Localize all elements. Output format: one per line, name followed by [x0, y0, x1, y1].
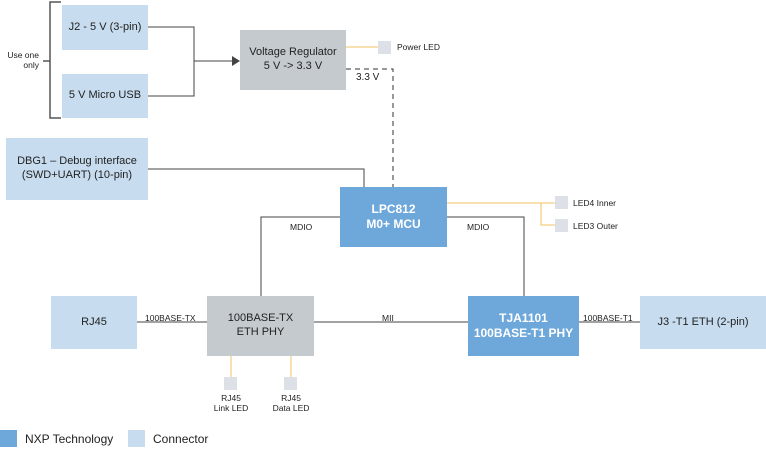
rj45-connector: RJ45: [51, 296, 137, 349]
data-led-icon: [284, 377, 297, 390]
link-led-icon: [224, 377, 237, 390]
tja1101-phy-block: TJA1101 100BASE-T1 PHY: [468, 296, 579, 356]
bracket-line: [49, 1, 61, 119]
data-led-label: RJ45 Data LED: [272, 393, 310, 413]
debug-interface-connector: DBG1 – Debug interface (SWD+UART) (10-pi…: [6, 138, 148, 200]
legend-swatch-nxp: [0, 430, 17, 447]
legend-swatch-connector: [128, 430, 145, 447]
micro-usb-connector: 5 V Micro USB: [62, 74, 148, 118]
mdio-right-line: [447, 216, 525, 296]
arrow-head-icon: [232, 56, 240, 66]
led3-icon: [555, 219, 568, 232]
led4-icon: [555, 196, 568, 209]
debug-line: [148, 168, 365, 187]
mdio-left-label: MDIO: [290, 222, 313, 232]
j3-t1-eth-connector: J3 -T1 ETH (2-pin): [640, 296, 766, 349]
mdio-right-label: MDIO: [467, 222, 490, 232]
j2-connector: J2 - 5 V (3-pin): [62, 5, 148, 50]
led3-label: LED3 Outer: [573, 221, 618, 231]
100base-tx-label: 100BASE-TX: [145, 313, 196, 323]
power-led-label: Power LED: [397, 42, 440, 52]
led3-line: [540, 203, 555, 226]
mii-label: MII: [382, 313, 394, 323]
100base-t1-label: 100BASE-T1: [583, 313, 633, 323]
legend-label-nxp: NXP Technology: [25, 432, 114, 446]
lpc812-mcu-block: LPC812 M0+ MCU: [340, 187, 447, 247]
power-merge-line: [148, 26, 195, 97]
link-led-label: RJ45 Link LED: [213, 393, 249, 413]
mdio-left-line: [260, 216, 340, 296]
voltage-regulator-block: Voltage Regulator 5 V -> 3.3 V: [240, 30, 346, 90]
power-led-icon: [378, 41, 391, 54]
use-one-only-label: Use one only: [7, 50, 39, 70]
3v3-dashed-line: [346, 68, 394, 187]
3v3-label: 3.3 V: [356, 72, 380, 83]
led4-label: LED4 Inner: [573, 198, 616, 208]
legend-label-connector: Connector: [153, 432, 209, 446]
eth-phy-block: 100BASE-TX ETH PHY: [207, 296, 314, 356]
